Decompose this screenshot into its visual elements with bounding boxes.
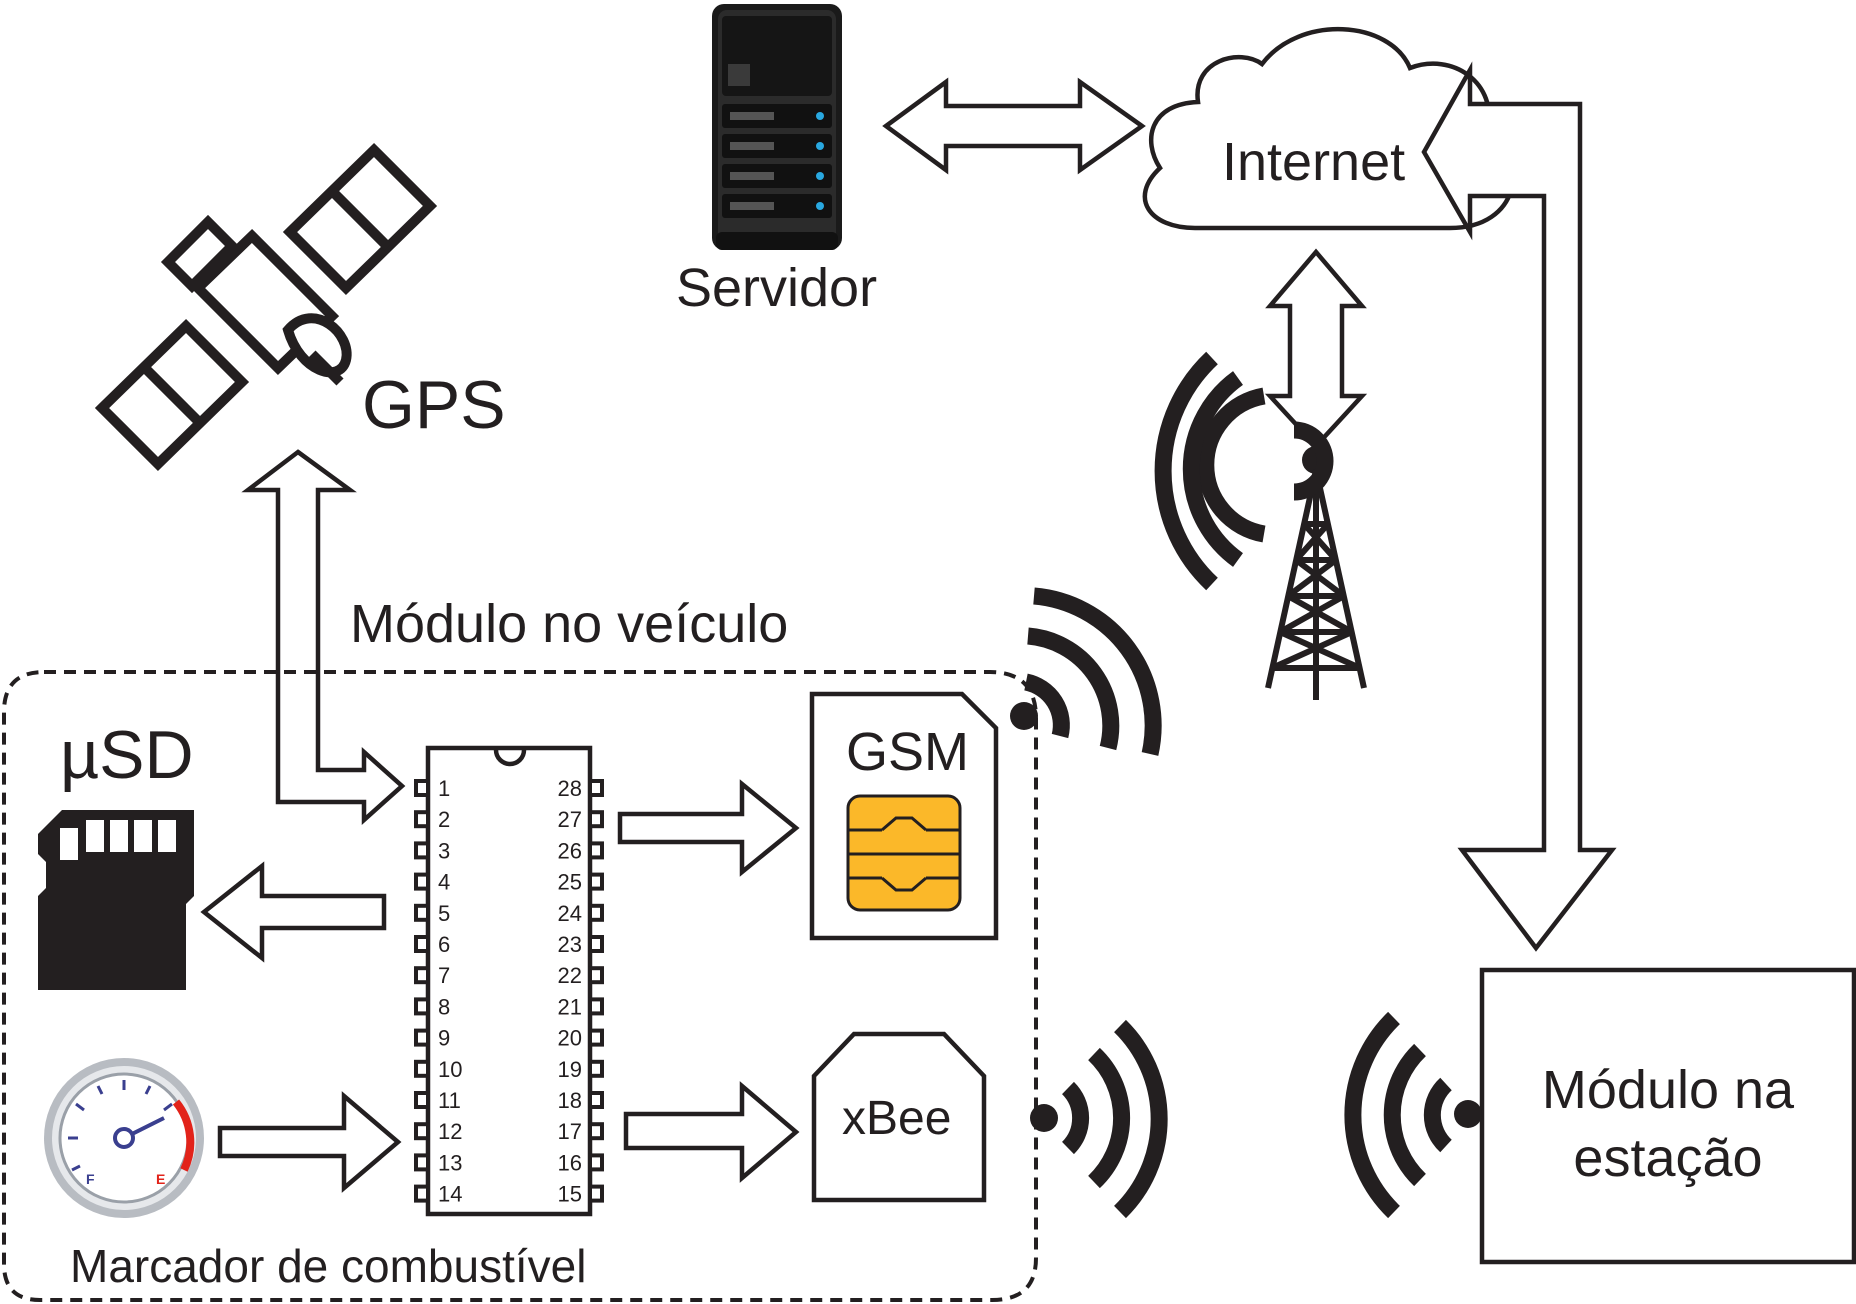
gauge-chip-arrow [217,1091,402,1193]
gsm-signal-icon [1010,587,1162,756]
chip-pin-number: 21 [558,994,582,1019]
chip-pin-number: 1 [438,776,450,801]
microcontroller-chip-icon: 1234567891011121314282726252423222120191… [414,745,604,1217]
chip-pin-number: 3 [438,838,450,863]
chip-pin-number: 5 [438,901,450,926]
chip-pin-right [588,779,604,797]
chip-pin-number: 22 [558,963,582,988]
chip-pin-left [414,872,430,891]
fuel-gauge-label: Marcador de combustível [70,1240,586,1292]
server-label: Servidor [676,258,877,318]
usd-label: µSD [60,717,194,793]
internet-station-arrow [1421,61,1617,952]
chip-pin-left [414,1028,430,1047]
chip-pin-left [414,1059,430,1078]
chip-pin-right [588,1184,604,1203]
chip-pin-left [414,1153,430,1172]
chip-pin-number: 10 [438,1057,462,1082]
gps-label: GPS [362,367,506,443]
chip-pin-number: 6 [438,932,450,957]
chip-usd-arrow [200,861,387,963]
chip-xbee-arrow [623,1081,800,1183]
chip-pin-number: 4 [438,870,450,895]
gauge-e-label: E [156,1171,165,1187]
gps-chip-arrow [241,449,406,826]
chip-pin-number: 2 [438,807,450,832]
chip-pin-number: 20 [558,1026,582,1051]
server-icon [712,4,842,250]
chip-pin-number: 24 [558,901,582,926]
internet-label: Internet [1222,132,1405,192]
gsm-label: GSM [846,722,969,782]
gauge-f-label: F [86,1171,95,1187]
chip-pin-number: 23 [558,932,582,957]
station-module-label-line2: estação [1573,1128,1762,1188]
chip-pin-left [414,935,430,953]
chip-pin-number: 16 [558,1150,582,1175]
chip-pin-number: 26 [558,838,582,863]
station-module-label-line1: Módulo na [1542,1060,1795,1120]
station-module-box [1479,967,1856,1265]
chip-pin-right [588,966,604,985]
fuel-gauge-icon: F E [44,1058,204,1218]
chip-pin-number: 18 [558,1088,582,1113]
chip-pin-right [588,1028,604,1047]
xbee-label: xBee [842,1092,951,1145]
chip-pin-right [588,935,604,953]
chip-pin-number: 17 [558,1119,582,1144]
chip-pin-left [414,779,430,797]
chip-pin-right [588,841,604,860]
satellite-icon [94,142,438,472]
chip-pin-right [588,1091,604,1109]
xbee-module-icon [811,1031,987,1203]
chip-pin-number: 25 [558,870,582,895]
chip-pin-number: 19 [558,1057,582,1082]
station-signal-icon [1344,1011,1482,1219]
internet-tower-arrow [1264,248,1368,450]
vehicle-module-label: Módulo no veículo [350,594,788,654]
chip-pin-right [588,1153,604,1172]
chip-pin-number: 14 [438,1182,462,1207]
chip-pin-left [414,810,430,829]
chip-pin-number: 9 [438,1026,450,1051]
chip-pin-left [414,1122,430,1141]
sd-card-icon [38,810,194,990]
chip-pin-number: 11 [438,1088,461,1113]
chip-pin-number: 7 [438,963,450,988]
chip-pin-right [588,1122,604,1141]
antenna-tower-icon [1154,351,1367,700]
chip-pin-left [414,966,430,985]
sim-card-icon [809,691,999,941]
chip-pin-left [414,903,430,922]
chip-pin-number: 15 [558,1182,582,1207]
chip-pin-right [588,1059,604,1078]
chip-pin-left [414,997,430,1016]
chip-gsm-arrow [617,779,800,877]
chip-pin-number: 28 [558,776,582,801]
chip-pin-left [414,1184,430,1203]
chip-pin-left [414,1091,430,1109]
chip-pin-number: 12 [438,1119,462,1144]
chip-pin-right [588,872,604,891]
chip-pin-number: 13 [438,1150,462,1175]
chip-pin-number: 8 [438,994,450,1019]
chip-pin-right [588,997,604,1016]
xbee-signal-icon [1030,1019,1168,1219]
chip-pin-number: 27 [558,807,582,832]
chip-pin-left [414,841,430,860]
chip-pin-right [588,810,604,829]
server-internet-arrow [882,77,1146,175]
chip-pin-right [588,903,604,922]
